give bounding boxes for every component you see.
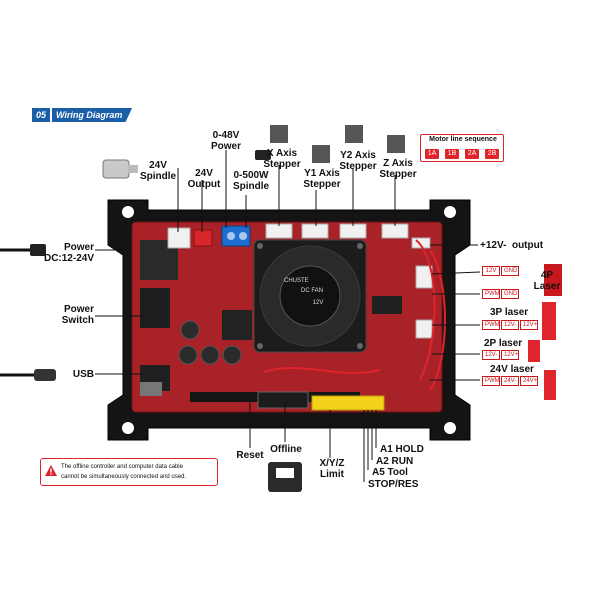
motor-sequence-box: Motor line sequence 1A 1B 2A 2B [420,134,504,162]
label-24v-laser: 24V laser [490,364,534,375]
label-0-500w-spindle: 0-500W Spindle [232,170,270,192]
top-connectors [167,223,409,249]
cooling-fan [253,239,367,353]
pin-24v-minus: 24V- [501,376,519,386]
label-0-48v-power: 0-48V Power [210,130,241,152]
pin-4p-pwm: PWM [482,289,500,299]
fan-voltage: 12V [312,300,324,306]
pin-24v-plus: 24V+ [520,376,538,386]
usb-cable [0,369,56,381]
offline-controller-icon [268,462,302,492]
motor-pin-1b: 1B [445,149,459,159]
section-header: 05 Wiring Diagram [32,108,132,122]
label-stop-res: STOP/RES [368,479,419,490]
label-power: Power DC:12-24V [43,242,94,264]
label-y1-axis-stepper: Y1 Axis Stepper [303,168,341,190]
motor-pin-1a: 1A [425,149,439,159]
red-wires [263,239,446,391]
label-power-switch: Power Switch [61,304,94,326]
right-connectors [411,237,433,339]
pin-2p-12v-plus: 12V+ [501,350,519,360]
motor-pin-2a: 2A [465,149,479,159]
label-a2-run: A2 RUN [376,456,414,467]
leader-lines [95,150,481,482]
label-a1-hold: A1 HOLD [380,444,424,455]
label-y2-axis-stepper: Y2 Axis Stepper [339,150,377,172]
label-usb: USB [72,369,94,380]
pin-4p-gnd2: GND [501,289,519,299]
bottom-connectors [140,382,385,411]
power-cable [0,244,46,256]
stepper-motor-icons [270,125,405,163]
fan-model: DC FAN [300,288,323,294]
power-plug-icon [255,150,271,160]
warning-box: The offline controller and computer data… [40,458,218,486]
section-title: Wiring Diagram [52,108,132,122]
motor-pin-2b: 2B [485,149,499,159]
label-offline: Offline [270,444,302,455]
pin-2p-12v-minus: 12V- [482,350,500,360]
label-reset: Reset [236,450,264,461]
pin-3p-12v-minus: 12V- [501,320,519,330]
pin-3p-12v-plus: 12V+ [520,320,538,330]
label-a5-tool: A5 Tool [372,467,408,478]
label-12v-output: +12V- output [480,240,544,251]
motor-sequence-title: Motor line sequence [429,136,497,143]
spindle-icon [102,159,138,179]
label-x-axis-stepper: X Axis Stepper [263,148,301,170]
label-24v-spindle: 24V Spindle [139,160,177,182]
label-4p-laser: 4P Laser [533,270,561,292]
pin-4p-12v: 12V [482,266,500,276]
label-3p-laser: 3P laser [490,307,529,318]
label-xyz-limit: X/Y/Z Limit [319,458,345,480]
warning-text: The offline controller and computer data… [61,464,187,480]
label-24v-output: 24V Output [187,168,221,190]
section-number: 05 [32,108,50,122]
laser-modules [528,264,562,400]
pin-3p-pwm: PWM [482,320,500,330]
label-2p-laser: 2P laser [484,338,523,349]
label-z-axis-stepper: Z Axis Stepper [379,158,417,180]
pin-4p-gnd1: GND [501,266,519,276]
fan-brand: CHUSTE [284,278,309,284]
pin-24v-pwm: PWM [482,376,500,386]
warning-triangle-icon [45,465,57,476]
